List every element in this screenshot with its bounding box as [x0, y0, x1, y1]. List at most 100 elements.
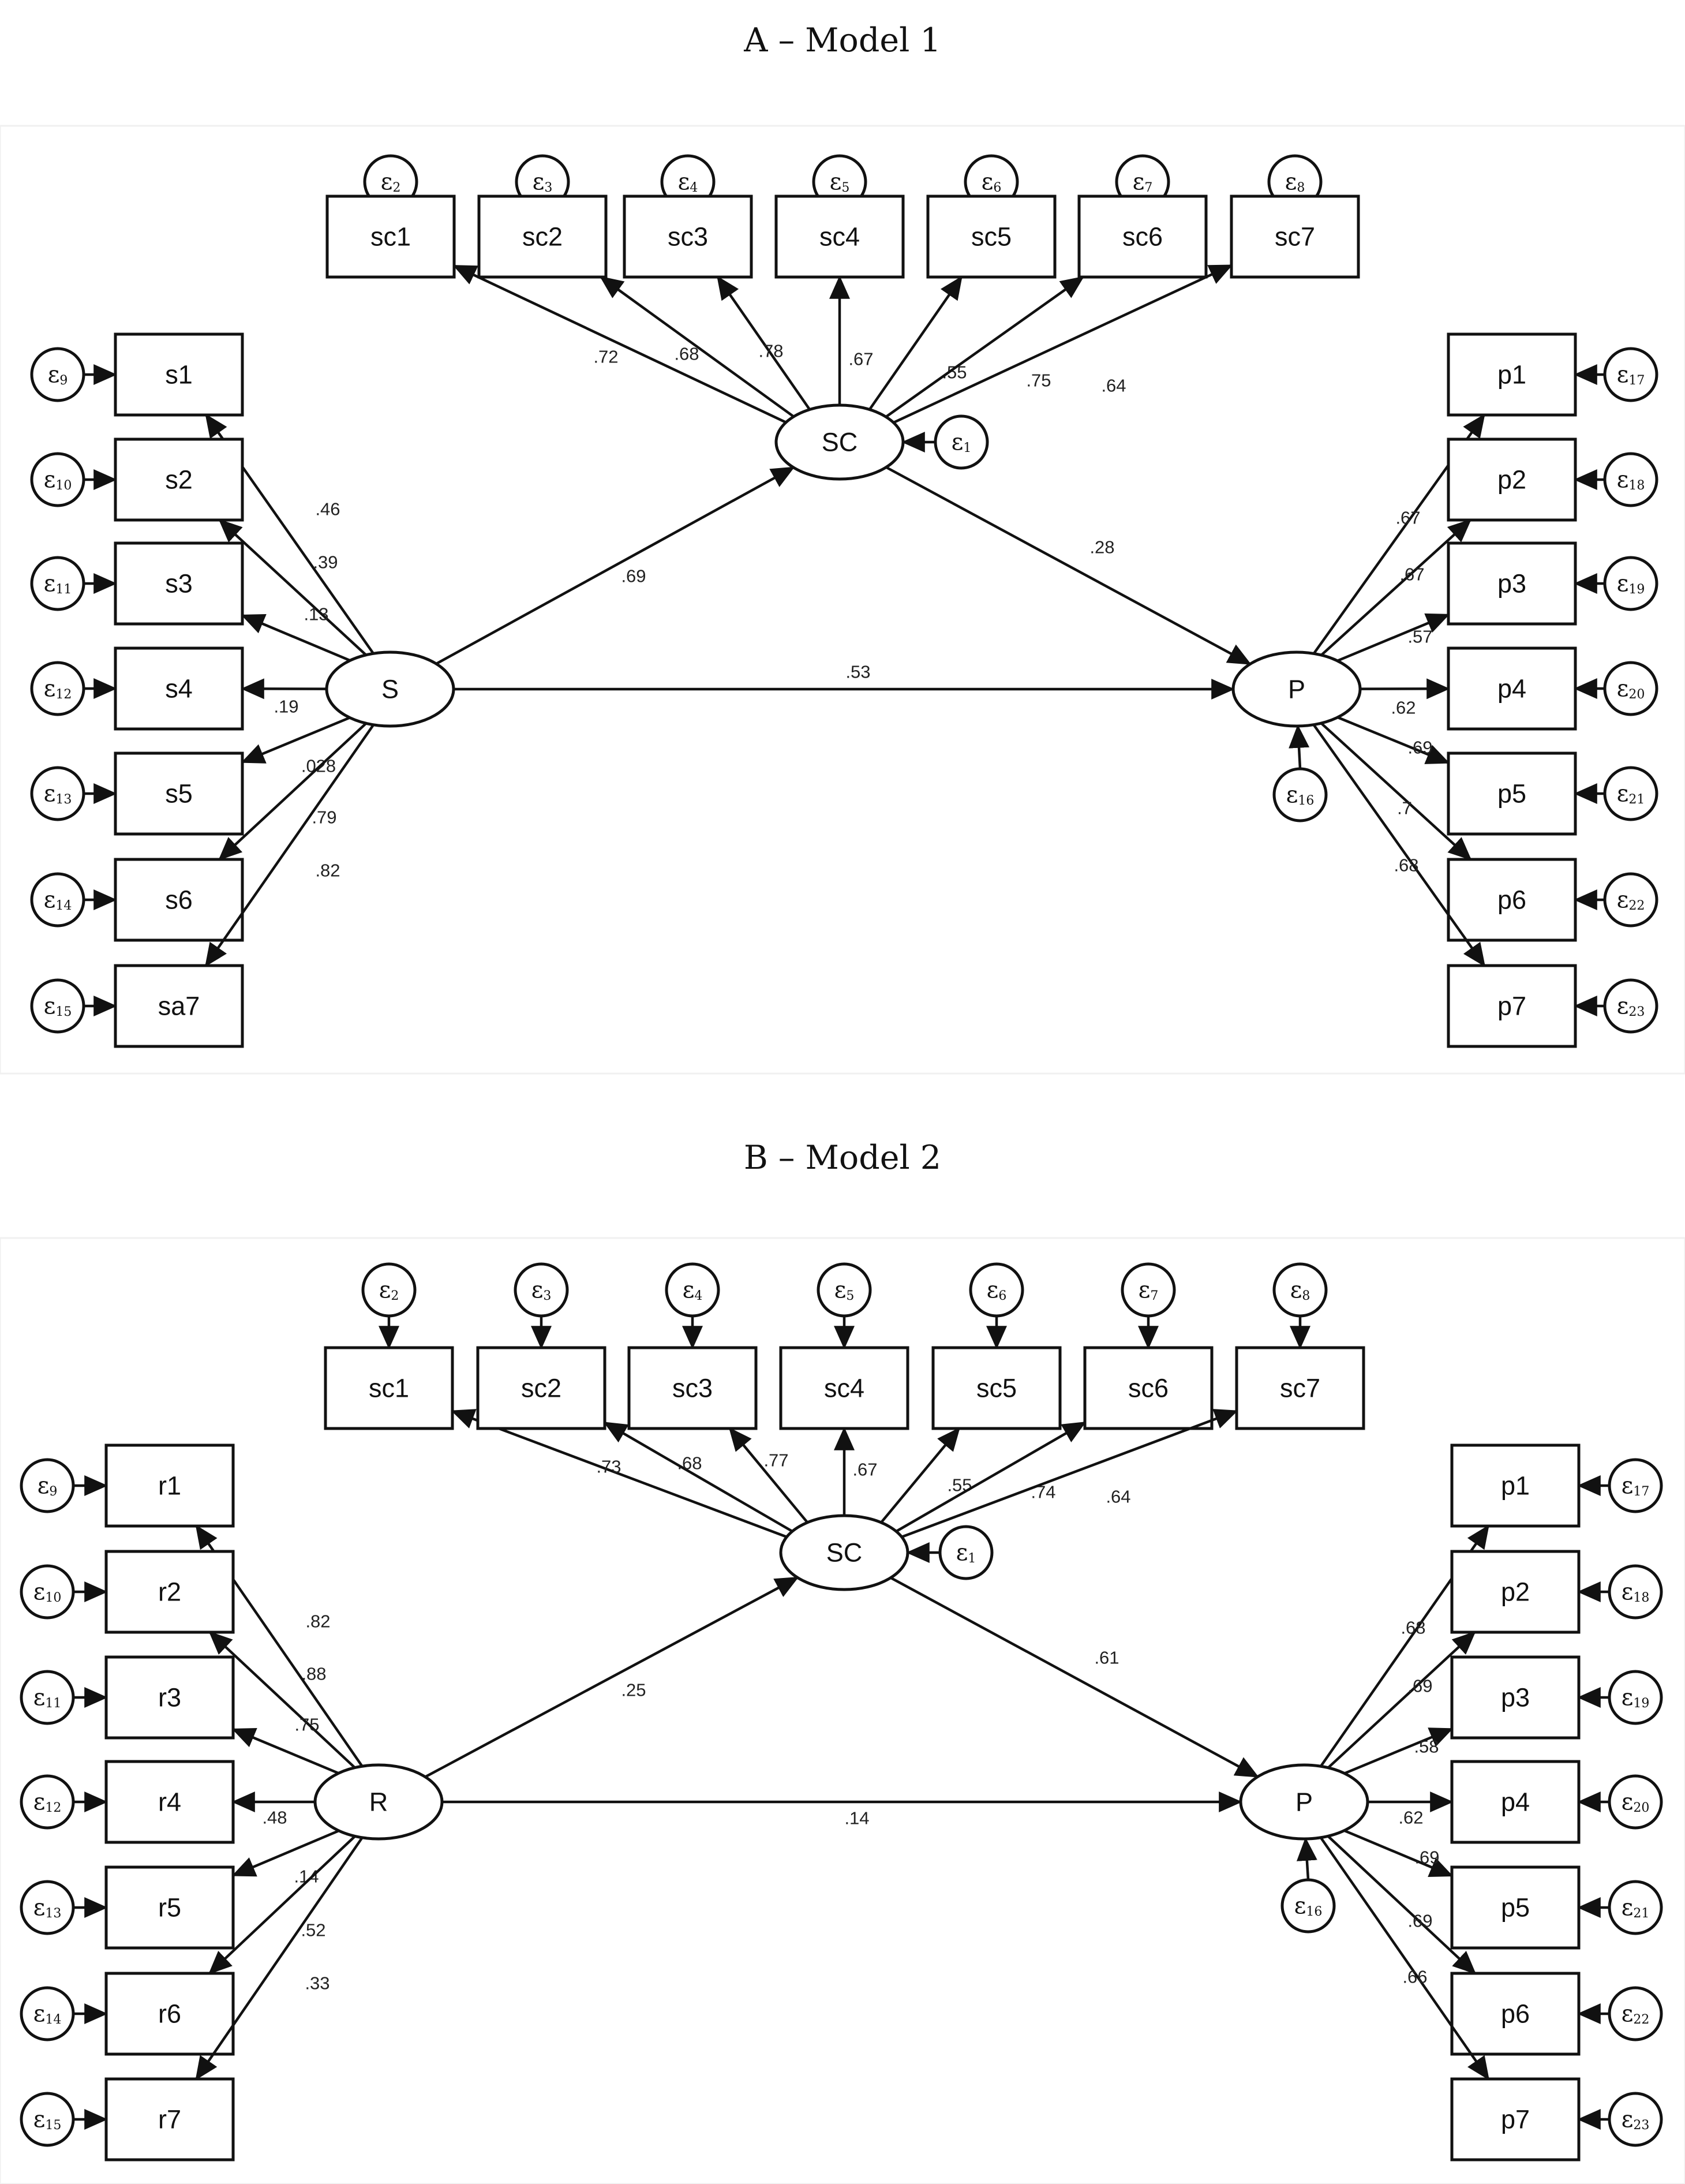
- error-p6: ε22: [1608, 1986, 1663, 2041]
- error-sc4-symbol: ε: [830, 169, 842, 195]
- indicator-label-p3: p3: [1497, 569, 1526, 599]
- path-coef-mediator-to-outcome: .61: [1094, 1648, 1119, 1668]
- loading-arrow-p3: [1344, 1727, 1454, 1775]
- error-s6: ε14: [30, 872, 85, 928]
- loading-coef-p5: .69: [1407, 738, 1432, 758]
- indicator-box-sc1: [324, 1346, 454, 1430]
- error-p5: ε21: [1603, 766, 1658, 821]
- loading-arrow-s6: [218, 722, 367, 861]
- error-mediator-symbol: ε: [952, 429, 964, 455]
- loading-coef-p2: .69: [1407, 1676, 1432, 1696]
- error-p5-label: ε21: [1617, 780, 1645, 807]
- error-p6-label: ε22: [1617, 887, 1645, 913]
- error-r1-label: ε9: [38, 1472, 58, 1499]
- panel-title: A – Model 1: [743, 21, 941, 59]
- error-sc5-subscript: 6: [993, 181, 1001, 195]
- error-r5-subscript: 13: [45, 1906, 61, 1921]
- path-arrow-exog-to-mediator: [435, 466, 795, 665]
- indicator-box-s4: [114, 646, 244, 731]
- error-sc1: ε2: [361, 1262, 417, 1318]
- indicator-label-r6: r6: [158, 1999, 181, 2029]
- indicator-label-sa7: sa7: [158, 992, 200, 1021]
- error-p1-label: ε17: [1617, 361, 1645, 388]
- error-sc4-symbol: ε: [834, 1277, 847, 1303]
- indicator-box-sc4: [779, 1346, 909, 1430]
- error-r6-subscript: 14: [45, 2013, 61, 2027]
- latent-label-exog: R: [369, 1787, 388, 1817]
- error-p1-symbol: ε: [1617, 361, 1629, 388]
- latent-ellipse-outcome: [1239, 1763, 1369, 1841]
- loading-arrow-sc5: [868, 275, 963, 410]
- indicator-box-s5: [114, 751, 244, 836]
- indicator-box-sc1: [325, 195, 456, 279]
- indicator-box-r6: [104, 1972, 235, 2056]
- indicator-label-sc4: sc4: [824, 1374, 864, 1403]
- error-outcome: ε16: [1272, 767, 1328, 822]
- indicator-label-p4: p4: [1497, 674, 1526, 704]
- error-p3-subscript: 19: [1628, 582, 1645, 597]
- error-s5: ε13: [30, 766, 85, 821]
- error-outcome-symbol: ε: [1294, 1893, 1306, 1919]
- indicator-label-p7: p7: [1501, 2105, 1530, 2134]
- loading-coef-p1: .68: [1401, 1618, 1425, 1638]
- loading-arrow-p5: [1343, 1829, 1454, 1878]
- error-sc7-symbol: ε: [1285, 169, 1297, 195]
- loading-coef-sc7: .64: [1106, 1487, 1130, 1507]
- latent-label-mediator: SC: [822, 428, 858, 457]
- loading-coef-sc7: .64: [1101, 376, 1126, 396]
- error-p3-label: ε19: [1617, 570, 1645, 597]
- error-p3: ε19: [1603, 556, 1658, 611]
- loading-arrow-r6: [208, 1835, 356, 1974]
- error-p3-subscript: 19: [1633, 1696, 1649, 1711]
- error-s6-label: ε14: [44, 887, 72, 913]
- error-p7-label: ε23: [1617, 993, 1645, 1019]
- loading-coef-r1: .82: [305, 1611, 330, 1632]
- error-p4-subscript: 20: [1633, 1801, 1649, 1815]
- loading-coef-s3: .13: [304, 604, 328, 624]
- error-sc3-label: ε4: [683, 1277, 703, 1303]
- error-s3-symbol: ε: [44, 570, 56, 597]
- error-sa7-subscript: 15: [55, 1005, 72, 1019]
- error-r7: ε15: [20, 2092, 75, 2147]
- indicator-box-s3: [114, 541, 244, 626]
- indicator-label-s5: s5: [165, 779, 193, 809]
- loading-coef-sc6: .75: [1026, 371, 1051, 391]
- loading-arrow-sc2: [600, 276, 795, 418]
- error-sc6-symbol: ε: [1133, 169, 1145, 195]
- loading-coef-p2: .67: [1399, 564, 1424, 585]
- loading-coef-sc4: .67: [848, 349, 873, 369]
- error-sa7-label: ε15: [44, 993, 72, 1019]
- indicator-label-sc1: sc1: [370, 222, 411, 252]
- latent-outcome: P: [1231, 650, 1362, 728]
- error-sc6-subscript: 7: [1150, 1289, 1158, 1303]
- error-r2: ε10: [20, 1564, 75, 1620]
- error-r3: ε11: [20, 1670, 75, 1725]
- latent-mediator: SC: [779, 1514, 909, 1591]
- indicator-box-p3: [1447, 541, 1577, 626]
- error-p1: ε17: [1608, 1458, 1663, 1513]
- loading-coef-sc1: .73: [596, 1457, 621, 1477]
- indicator-label-s2: s2: [165, 465, 193, 495]
- error-sc3-symbol: ε: [683, 1277, 695, 1303]
- indicator-p1: ε17 p1 .67: [1312, 332, 1658, 655]
- error-sc6-symbol: ε: [1139, 1277, 1151, 1303]
- loading-coef-r3: .75: [294, 1715, 319, 1735]
- error-s5-symbol: ε: [44, 780, 56, 807]
- indicator-box-p4: [1447, 646, 1577, 731]
- indicator-box-p7: [1447, 964, 1577, 1048]
- error-mediator-subscript: 1: [968, 1551, 976, 1566]
- indicator-box-sc5: [926, 195, 1057, 279]
- indicator-label-p1: p1: [1497, 360, 1526, 390]
- loading-coef-s6: .79: [312, 807, 336, 828]
- error-p6-subscript: 22: [1628, 899, 1645, 913]
